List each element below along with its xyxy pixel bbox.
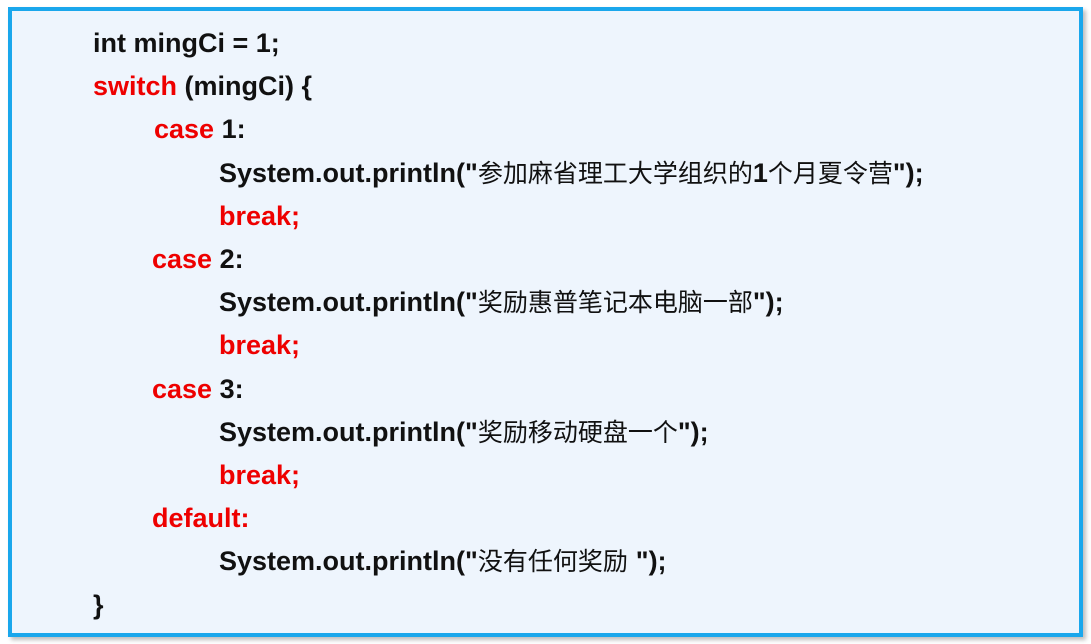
code-token: System.out.println(" [219, 416, 478, 447]
code-keyword: switch [93, 71, 178, 102]
code-line: break; [219, 328, 300, 362]
code-line: System.out.println("没有任何奖励 "); [219, 544, 667, 578]
code-line: int mingCi = 1; [93, 26, 280, 60]
code-block: int mingCi = 1; switch (mingCi) { case 1: S… [12, 11, 1079, 633]
code-keyword: case [154, 114, 215, 145]
code-token: 参加麻省理工大学组织的 [477, 158, 753, 188]
code-token: 2: [212, 244, 244, 274]
code-keyword: case [152, 244, 213, 274]
code-token: "); [892, 157, 924, 188]
code-token: 1: [214, 114, 246, 145]
code-token: } [93, 589, 104, 620]
code-line: break; [219, 199, 300, 233]
code-frame: int mingCi = 1; switch (mingCi) { case 1: S… [8, 7, 1083, 637]
code-token: "); [635, 546, 667, 577]
code-token: 奖励惠普笔记本电脑一部 [477, 288, 753, 318]
code-line: case 3: [152, 372, 244, 406]
code-token: System.out.println(" [219, 287, 478, 318]
code-token: 个月夏令营 [767, 158, 893, 188]
code-line: System.out.println("奖励移动硬盘一个"); [219, 415, 709, 449]
code-line: System.out.println("参加麻省理工大学组织的1个月夏令营"); [219, 156, 924, 190]
code-line: System.out.println("奖励惠普笔记本电脑一部"); [219, 285, 784, 319]
code-token: System.out.println(" [219, 546, 478, 577]
code-keyword: case [152, 373, 213, 404]
code-token: 没有任何奖励 [477, 547, 636, 577]
code-token: "); [752, 287, 784, 318]
code-line: default: [152, 501, 250, 535]
code-line: case 1: [154, 112, 246, 146]
code-keyword: default: [152, 503, 250, 534]
code-line: switch (mingCi) { [93, 69, 312, 103]
code-token: 1 [752, 157, 768, 188]
code-keyword: break; [219, 200, 301, 231]
code-line: break; [219, 458, 300, 492]
code-keyword: break; [219, 330, 301, 361]
code-keyword: break; [219, 460, 301, 490]
code-token: 3: [212, 373, 244, 404]
code-line: } [93, 588, 104, 622]
code-line: case 2: [152, 242, 244, 276]
code-token: System.out.println(" [219, 157, 478, 188]
code-token: 奖励移动硬盘一个 [477, 417, 678, 447]
code-token: "); [677, 416, 709, 447]
code-token: (mingCi) { [177, 71, 313, 102]
code-token: int mingCi = 1; [93, 28, 280, 58]
